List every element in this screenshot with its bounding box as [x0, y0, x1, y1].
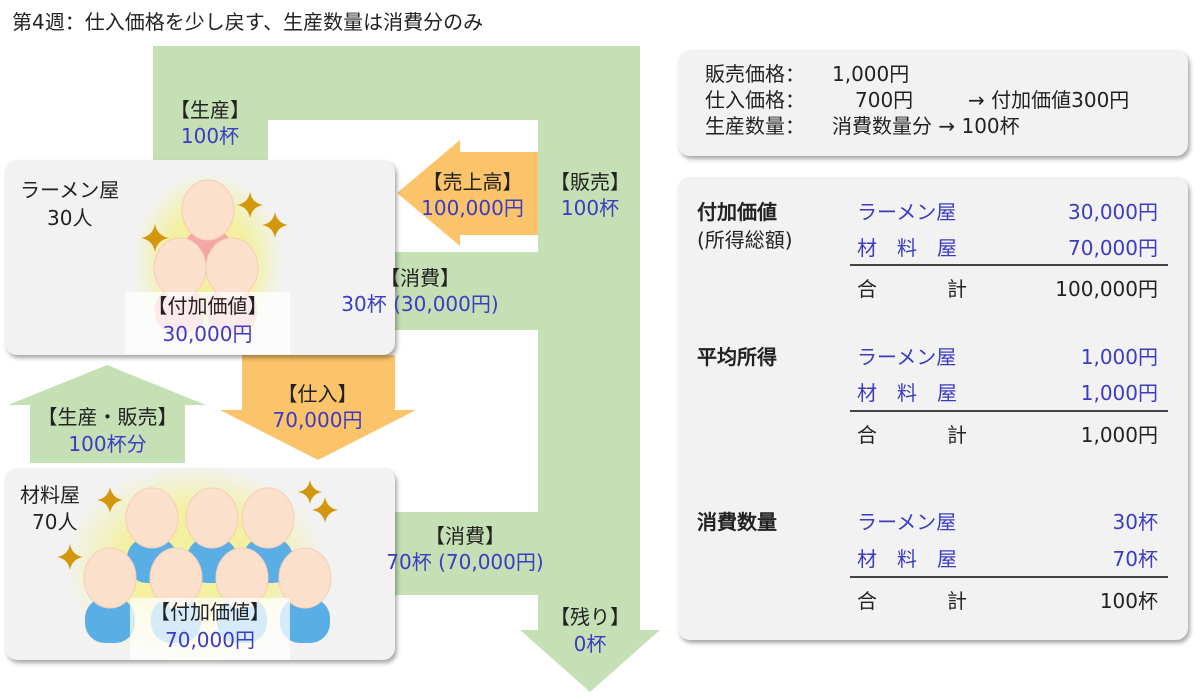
sparkle-icon: [57, 544, 83, 570]
person-head: [125, 487, 179, 549]
sales-label: 【販売】: [550, 170, 630, 194]
person-head: [83, 547, 137, 609]
condition-sale-price-label: 販売価格：: [705, 62, 805, 86]
summary-row-name: ラーメン屋: [857, 510, 957, 534]
summary-total-label-b: 計: [947, 589, 967, 613]
ramen-consumption-label: 【消費】: [380, 266, 460, 290]
summary-divider: [850, 410, 1168, 412]
ramen-value-added-label: 【付加価値】: [147, 294, 268, 318]
summary-row-name: ラーメン屋: [857, 200, 957, 224]
revenue-value: 100,000円: [421, 196, 524, 220]
condition-production-label: 生産数量：: [705, 114, 805, 138]
material-shop-count: 70人: [32, 510, 78, 534]
conditions-panel: [678, 50, 1188, 156]
summary-divider: [850, 264, 1168, 266]
summary-panel: [678, 177, 1188, 640]
summary-row-name: 材 料 屋: [857, 236, 957, 260]
production-sales-label: 【生産・販売】: [37, 405, 178, 429]
purchase-value: 70,000円: [272, 408, 363, 432]
ramen-shop-name: ラーメン屋: [20, 178, 120, 202]
sales-value: 100杯: [560, 196, 620, 220]
person-head: [181, 179, 235, 241]
condition-purchase-price-label: 仕入価格：: [705, 88, 805, 112]
production-value: 100杯: [180, 124, 240, 148]
person-body: [85, 598, 135, 643]
ramen-consumption-value: 30杯 (30,000円): [341, 292, 499, 316]
person-body: [280, 598, 330, 643]
production-sales-value: 100杯分: [68, 432, 147, 456]
summary-row-value: 1,000円: [1080, 345, 1158, 369]
purchase-label: 【仕入】: [277, 382, 358, 406]
sparkle-icon: [262, 212, 288, 238]
revenue-arrow: [397, 140, 538, 246]
summary-heading: 付加価値: [697, 200, 777, 224]
summary-total-value: 1,000円: [1080, 423, 1158, 447]
summary-row-value: 70,000円: [1068, 236, 1158, 260]
sparkle-icon: [97, 487, 123, 513]
summary-heading: 消費数量: [697, 510, 777, 534]
material-value-added-label: 【付加価値】: [150, 600, 270, 624]
summary-row-name: ラーメン屋: [857, 345, 957, 369]
material-shop-name: 材料屋: [20, 483, 80, 507]
production-label: 【生産】: [170, 98, 250, 122]
sparkle-icon: [237, 192, 263, 218]
ramen-shop-count: 30人: [47, 206, 93, 230]
material-consumption-label: 【消費】: [425, 524, 505, 548]
summary-row-value: 30杯: [1112, 510, 1158, 534]
condition-sale-price-value: 1,000円: [832, 62, 910, 86]
summary-divider: [850, 576, 1168, 578]
production-sales-up-arrow: [8, 365, 206, 463]
summary-heading: 平均所得: [697, 345, 777, 369]
ramen-value-added-value: 30,000円: [162, 322, 253, 346]
summary-subheading: (所得総額): [697, 228, 793, 252]
summary-row-name: 材 料 屋: [857, 381, 957, 405]
remainder-value: 0杯: [573, 632, 607, 656]
condition-purchase-price-note: → 付加価値300円: [968, 88, 1130, 112]
summary-total-label-a: 合: [857, 423, 877, 447]
person-head: [278, 547, 332, 609]
summary-total-label-b: 計: [947, 277, 967, 301]
material-value-added-value: 70,000円: [165, 628, 255, 652]
summary-total-label-b: 計: [947, 423, 967, 447]
summary-row-name: 材 料 屋: [857, 547, 957, 571]
remainder-label: 【残り】: [550, 605, 630, 629]
material-consumption-value: 70杯 (70,000円): [386, 550, 544, 574]
summary-total-value: 100,000円: [1055, 277, 1158, 301]
summary-row-value: 30,000円: [1068, 200, 1158, 224]
sparkle-icon: [141, 224, 169, 252]
production-sales-loop-arrow: [153, 46, 660, 692]
sparkle-icon: [312, 497, 338, 523]
person-head: [185, 487, 239, 549]
page-title: 第4週：仕入価格を少し戻す、生産数量は消費分のみ: [12, 10, 484, 34]
summary-row-value: 1,000円: [1080, 381, 1158, 405]
purchase-arrow: [220, 355, 416, 460]
summary-total-label-a: 合: [857, 277, 877, 301]
person-head: [241, 487, 295, 549]
sparkle-icon: [298, 480, 322, 504]
revenue-label: 【売上高】: [422, 170, 523, 194]
condition-production-value: 消費数量分 → 100杯: [832, 114, 1020, 138]
summary-total-value: 100杯: [1099, 589, 1158, 613]
summary-total-label-a: 合: [857, 589, 877, 613]
condition-purchase-price-value: 700円: [855, 88, 914, 112]
summary-row-value: 70杯: [1112, 547, 1158, 571]
